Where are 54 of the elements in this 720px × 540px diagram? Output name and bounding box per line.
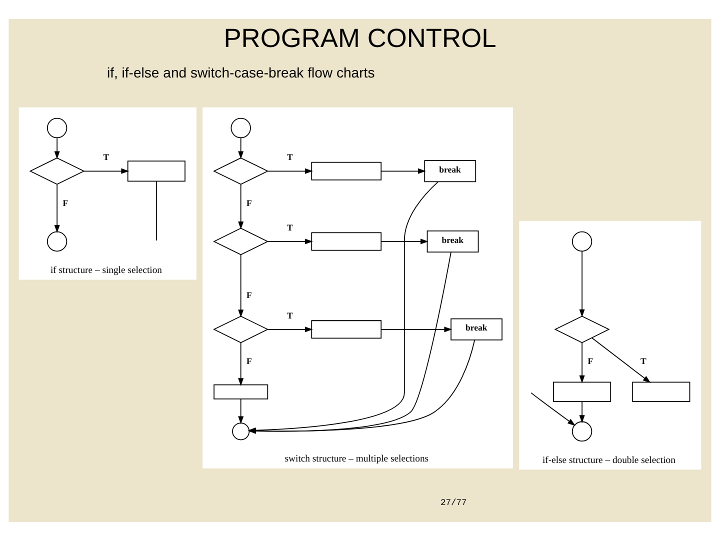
node-diamond	[29, 156, 85, 184]
connector	[156, 180, 157, 240]
edge-label: T	[287, 222, 293, 232]
arrow	[579, 250, 585, 317]
node-circle	[232, 422, 250, 440]
edge-label: T	[640, 356, 646, 366]
node-box	[311, 232, 382, 250]
arrow	[238, 184, 244, 229]
arrow	[579, 400, 585, 423]
arrow	[579, 342, 585, 383]
node-circle	[46, 117, 68, 138]
label: 27/77	[440, 497, 467, 508]
arrow	[530, 392, 576, 426]
label: if, if-else and switch-case-break flow charts	[106, 64, 375, 80]
edge-label: F	[246, 290, 252, 300]
node-box	[553, 381, 612, 402]
node-circle	[46, 230, 68, 252]
arrow	[54, 137, 60, 159]
node-diamond	[213, 156, 269, 184]
arrow	[84, 168, 130, 174]
edge-label: F	[246, 356, 252, 366]
arrow	[592, 337, 651, 382]
node-box: break	[426, 230, 479, 252]
arrow	[267, 168, 313, 174]
node-box	[632, 381, 690, 402]
arrow	[54, 184, 60, 232]
arrow	[267, 238, 313, 244]
arrow	[380, 238, 428, 244]
node-box: break	[424, 160, 476, 182]
node-diamond	[213, 227, 269, 255]
node-circle	[230, 117, 251, 138]
arrow	[267, 326, 313, 332]
node-box	[311, 161, 382, 180]
edge-label: T	[103, 152, 110, 162]
node-box: break	[450, 318, 502, 340]
edge-label: F	[62, 197, 68, 208]
node-diamond	[554, 315, 610, 343]
node-box	[127, 160, 186, 182]
node-box	[311, 320, 382, 338]
arrow	[238, 342, 244, 386]
arrow	[380, 168, 426, 174]
node-diamond	[213, 315, 269, 343]
arrow	[380, 326, 452, 332]
edge-label: T	[287, 310, 293, 320]
edge-label: F	[588, 356, 594, 366]
node-box	[214, 384, 268, 399]
edge-label: T	[287, 152, 293, 162]
node-circle	[572, 420, 592, 442]
arrow	[238, 137, 244, 159]
arrow	[238, 398, 244, 424]
edge-label: F	[246, 197, 252, 208]
arrow	[238, 254, 244, 318]
diagram-title: PROGRAM CONTROL	[224, 22, 496, 53]
node-circle	[572, 230, 592, 252]
